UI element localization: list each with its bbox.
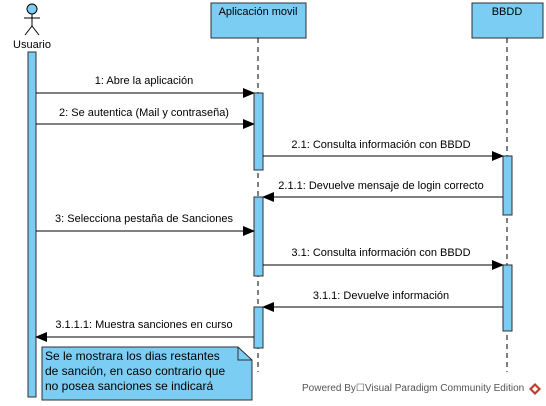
activation-bar-app-2	[253, 196, 264, 277]
message-label: 3.1: Consulta información con BBDD	[291, 247, 470, 259]
activation-bar-app-3	[253, 306, 264, 349]
message-label: 3.1.1.1: Muestra sanciones en curso	[55, 319, 232, 331]
message-label: 2.1.1: Devuelve mensaje de login correct…	[278, 180, 483, 192]
lifeline-bbdd: BBDD	[471, 2, 544, 39]
message-3-1: 3.1: Consulta información con BBDD	[263, 247, 504, 270]
activation-bar-usuario	[27, 51, 37, 398]
lifeline-label: Aplicación movil	[219, 6, 298, 18]
note-text: Se le mostrara los dias restantes de san…	[45, 349, 245, 394]
note	[41, 346, 253, 401]
message-label: 3.1.1: Devuelve información	[313, 290, 449, 302]
message-2: 2: Se autentica (Mail y contraseña)	[36, 107, 255, 129]
message-3-1-1: 3.1.1: Devuelve información	[262, 290, 503, 312]
message-label: 2.1: Consulta información con BBDD	[291, 139, 470, 151]
actor-usuario: Usuario	[13, 3, 51, 51]
lifeline-label: BBDD	[492, 6, 523, 18]
message-3-1-1-1: 3.1.1.1: Muestra sanciones en curso	[35, 319, 254, 342]
note-line: no posea sanciones se indicará	[45, 379, 214, 393]
watermark-text: Powered By☐Visual Paradigm Community Edi…	[302, 383, 525, 394]
stick-figure-icon	[24, 3, 40, 36]
activation-bar-bbdd-1	[502, 155, 513, 216]
actor-label: Usuario	[13, 39, 51, 51]
message-2-1-1: 2.1.1: Devuelve mensaje de login correct…	[262, 180, 503, 202]
activation-bar-bbdd-2	[502, 264, 513, 332]
note-line: de sanción, en caso contrario que	[45, 364, 226, 378]
message-label: 2: Se autentica (Mail y contraseña)	[59, 107, 229, 119]
visual-paradigm-logo-icon	[529, 383, 541, 395]
message-1: 1: Abre la aplicación	[36, 75, 255, 98]
message-label: 3: Selecciona pestaña de Sanciones	[55, 213, 233, 225]
note-line: Se le mostrara los dias restantes	[45, 349, 220, 363]
activation-bar-app-1	[253, 92, 264, 171]
lifeline-aplicacion-movil: Aplicación movil	[210, 2, 307, 39]
message-2-1: 2.1: Consulta información con BBDD	[263, 139, 504, 161]
message-3: 3: Selecciona pestaña de Sanciones	[36, 213, 255, 236]
message-label: 1: Abre la aplicación	[95, 75, 193, 87]
